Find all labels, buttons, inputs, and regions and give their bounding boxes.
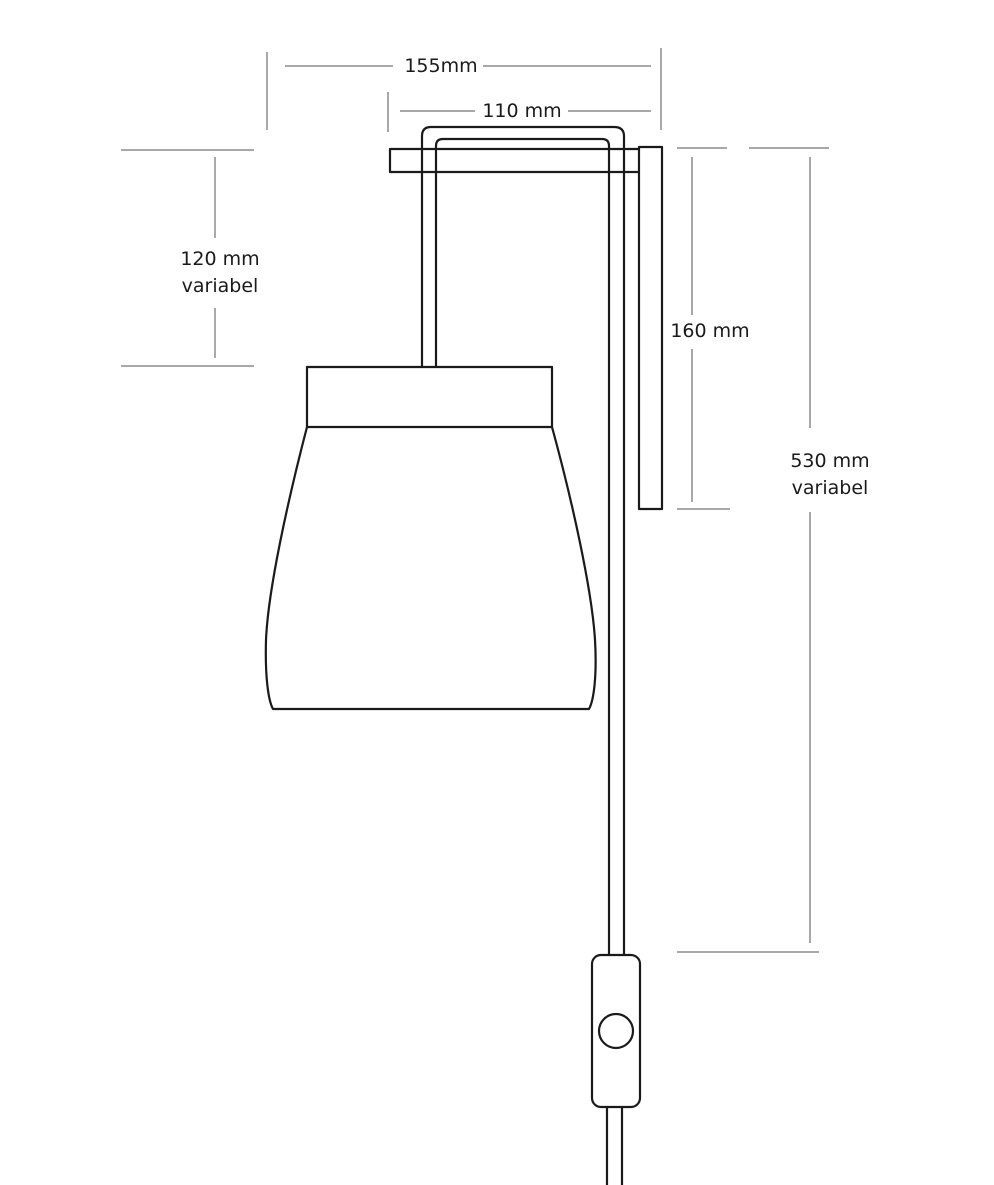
label-plate-height: 160 mm — [670, 320, 749, 342]
lamp-outline — [264, 125, 664, 1185]
label-arm-width: 110 mm — [482, 100, 561, 122]
lamp-rod-outer — [420, 125, 626, 955]
lamp-shade — [264, 426, 597, 711]
switch-button — [597, 1012, 635, 1050]
label-cable-length: 530 mm — [790, 450, 869, 472]
lamp-rod-inner — [434, 137, 611, 955]
label-drop-height-note: variabel — [182, 275, 259, 297]
inline-switch — [590, 953, 642, 1109]
label-overall-width: 155mm — [404, 55, 477, 77]
label-drop-height: 120 mm — [180, 248, 259, 270]
wall-plate — [637, 145, 664, 511]
shade-collar — [305, 365, 554, 429]
label-cable-length-note: variabel — [792, 477, 869, 499]
horizontal-arm — [388, 147, 639, 174]
dimension-lines — [121, 48, 829, 953]
dimension-labels: 155mm 110 mm 120 mm variabel 160 mm 530 … — [180, 55, 869, 499]
